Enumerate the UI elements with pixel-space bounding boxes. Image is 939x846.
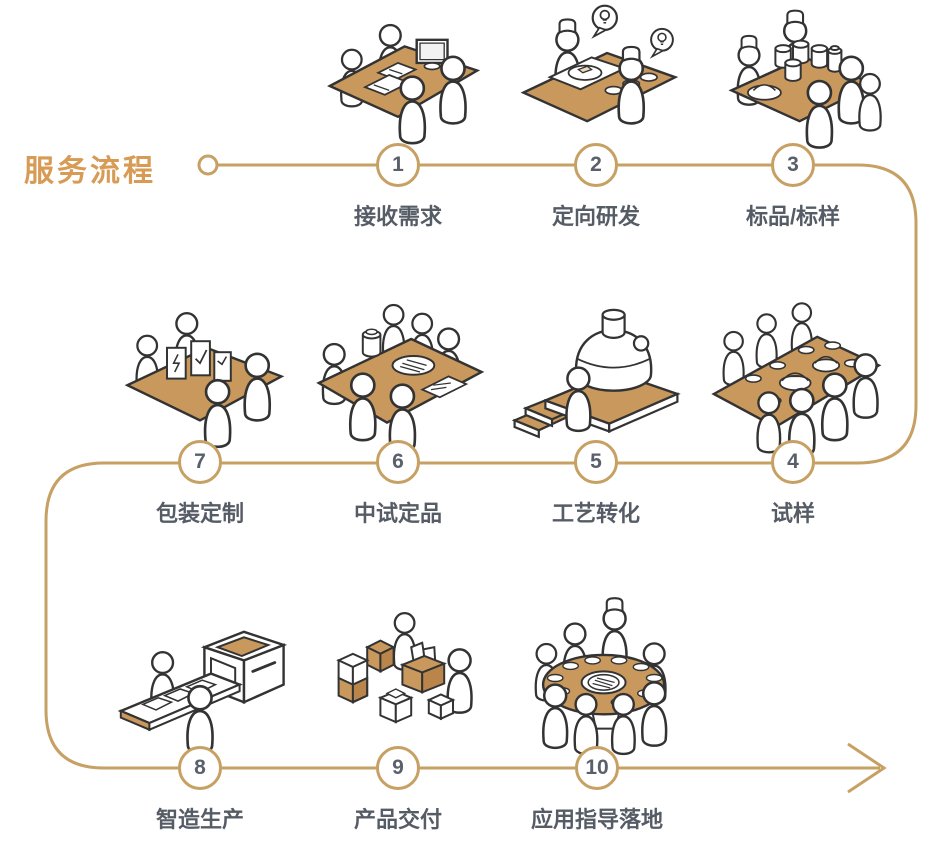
- tasting-long-table-illustration: [711, 302, 882, 457]
- step-8: 8 智造生产: [112, 603, 288, 834]
- step-number-badge: 1: [376, 143, 420, 187]
- meeting-table-laptop-illustration: [327, 23, 481, 145]
- step-5: 5 工艺转化: [508, 297, 684, 528]
- round-table-guidance-illustration: [534, 603, 668, 756]
- step-number-badge: 3: [771, 143, 815, 187]
- step-label: 产品交付: [353, 807, 442, 832]
- step-label: 工艺转化: [551, 501, 640, 526]
- step-2: 2 定向研发: [508, 0, 684, 231]
- arrow-right-icon: [847, 742, 887, 794]
- step-label: 标品/标样: [745, 204, 841, 229]
- step-number-badge: 7: [178, 440, 222, 484]
- chefs-idea-bubbles-illustration: [520, 4, 679, 150]
- step-6: 6 中试定品: [310, 297, 486, 528]
- step-number-badge: 9: [376, 746, 420, 790]
- sample-jars-table-illustration: [728, 0, 882, 149]
- step-label: 中试定品: [353, 501, 442, 526]
- step-1: 1 接收需求: [310, 0, 486, 231]
- step-number-badge: 10: [575, 746, 619, 790]
- step-7: 7 包装定制: [112, 297, 288, 528]
- step-label: 试样: [770, 501, 815, 526]
- delivery-boxes-illustration: [336, 612, 473, 724]
- page-title: 服务流程: [24, 155, 156, 188]
- step-label: 智造生产: [155, 807, 244, 832]
- step-number-badge: 5: [574, 440, 618, 484]
- production-conveyor-machine-illustration: [117, 630, 288, 755]
- step-label: 接收需求: [353, 204, 442, 229]
- process-machine-illustration: [511, 308, 681, 439]
- start-node: [197, 154, 219, 176]
- packaging-boxes-table-illustration: [124, 312, 285, 449]
- step-3: 3 标品/标样: [705, 0, 882, 231]
- pilot-review-table-illustration: [316, 303, 485, 453]
- step-number-badge: 2: [574, 143, 618, 187]
- step-number-badge: 8: [178, 746, 222, 790]
- step-9: 9 产品交付: [310, 603, 486, 834]
- step-label: 定向研发: [551, 204, 640, 229]
- step-label: 应用指导落地: [530, 807, 663, 832]
- step-label: 包装定制: [155, 501, 244, 526]
- step-10: 10 应用指导落地: [509, 603, 685, 834]
- step-number-badge: 6: [376, 440, 420, 484]
- step-number-badge: 4: [771, 440, 815, 484]
- step-4: 4 试样: [705, 297, 882, 528]
